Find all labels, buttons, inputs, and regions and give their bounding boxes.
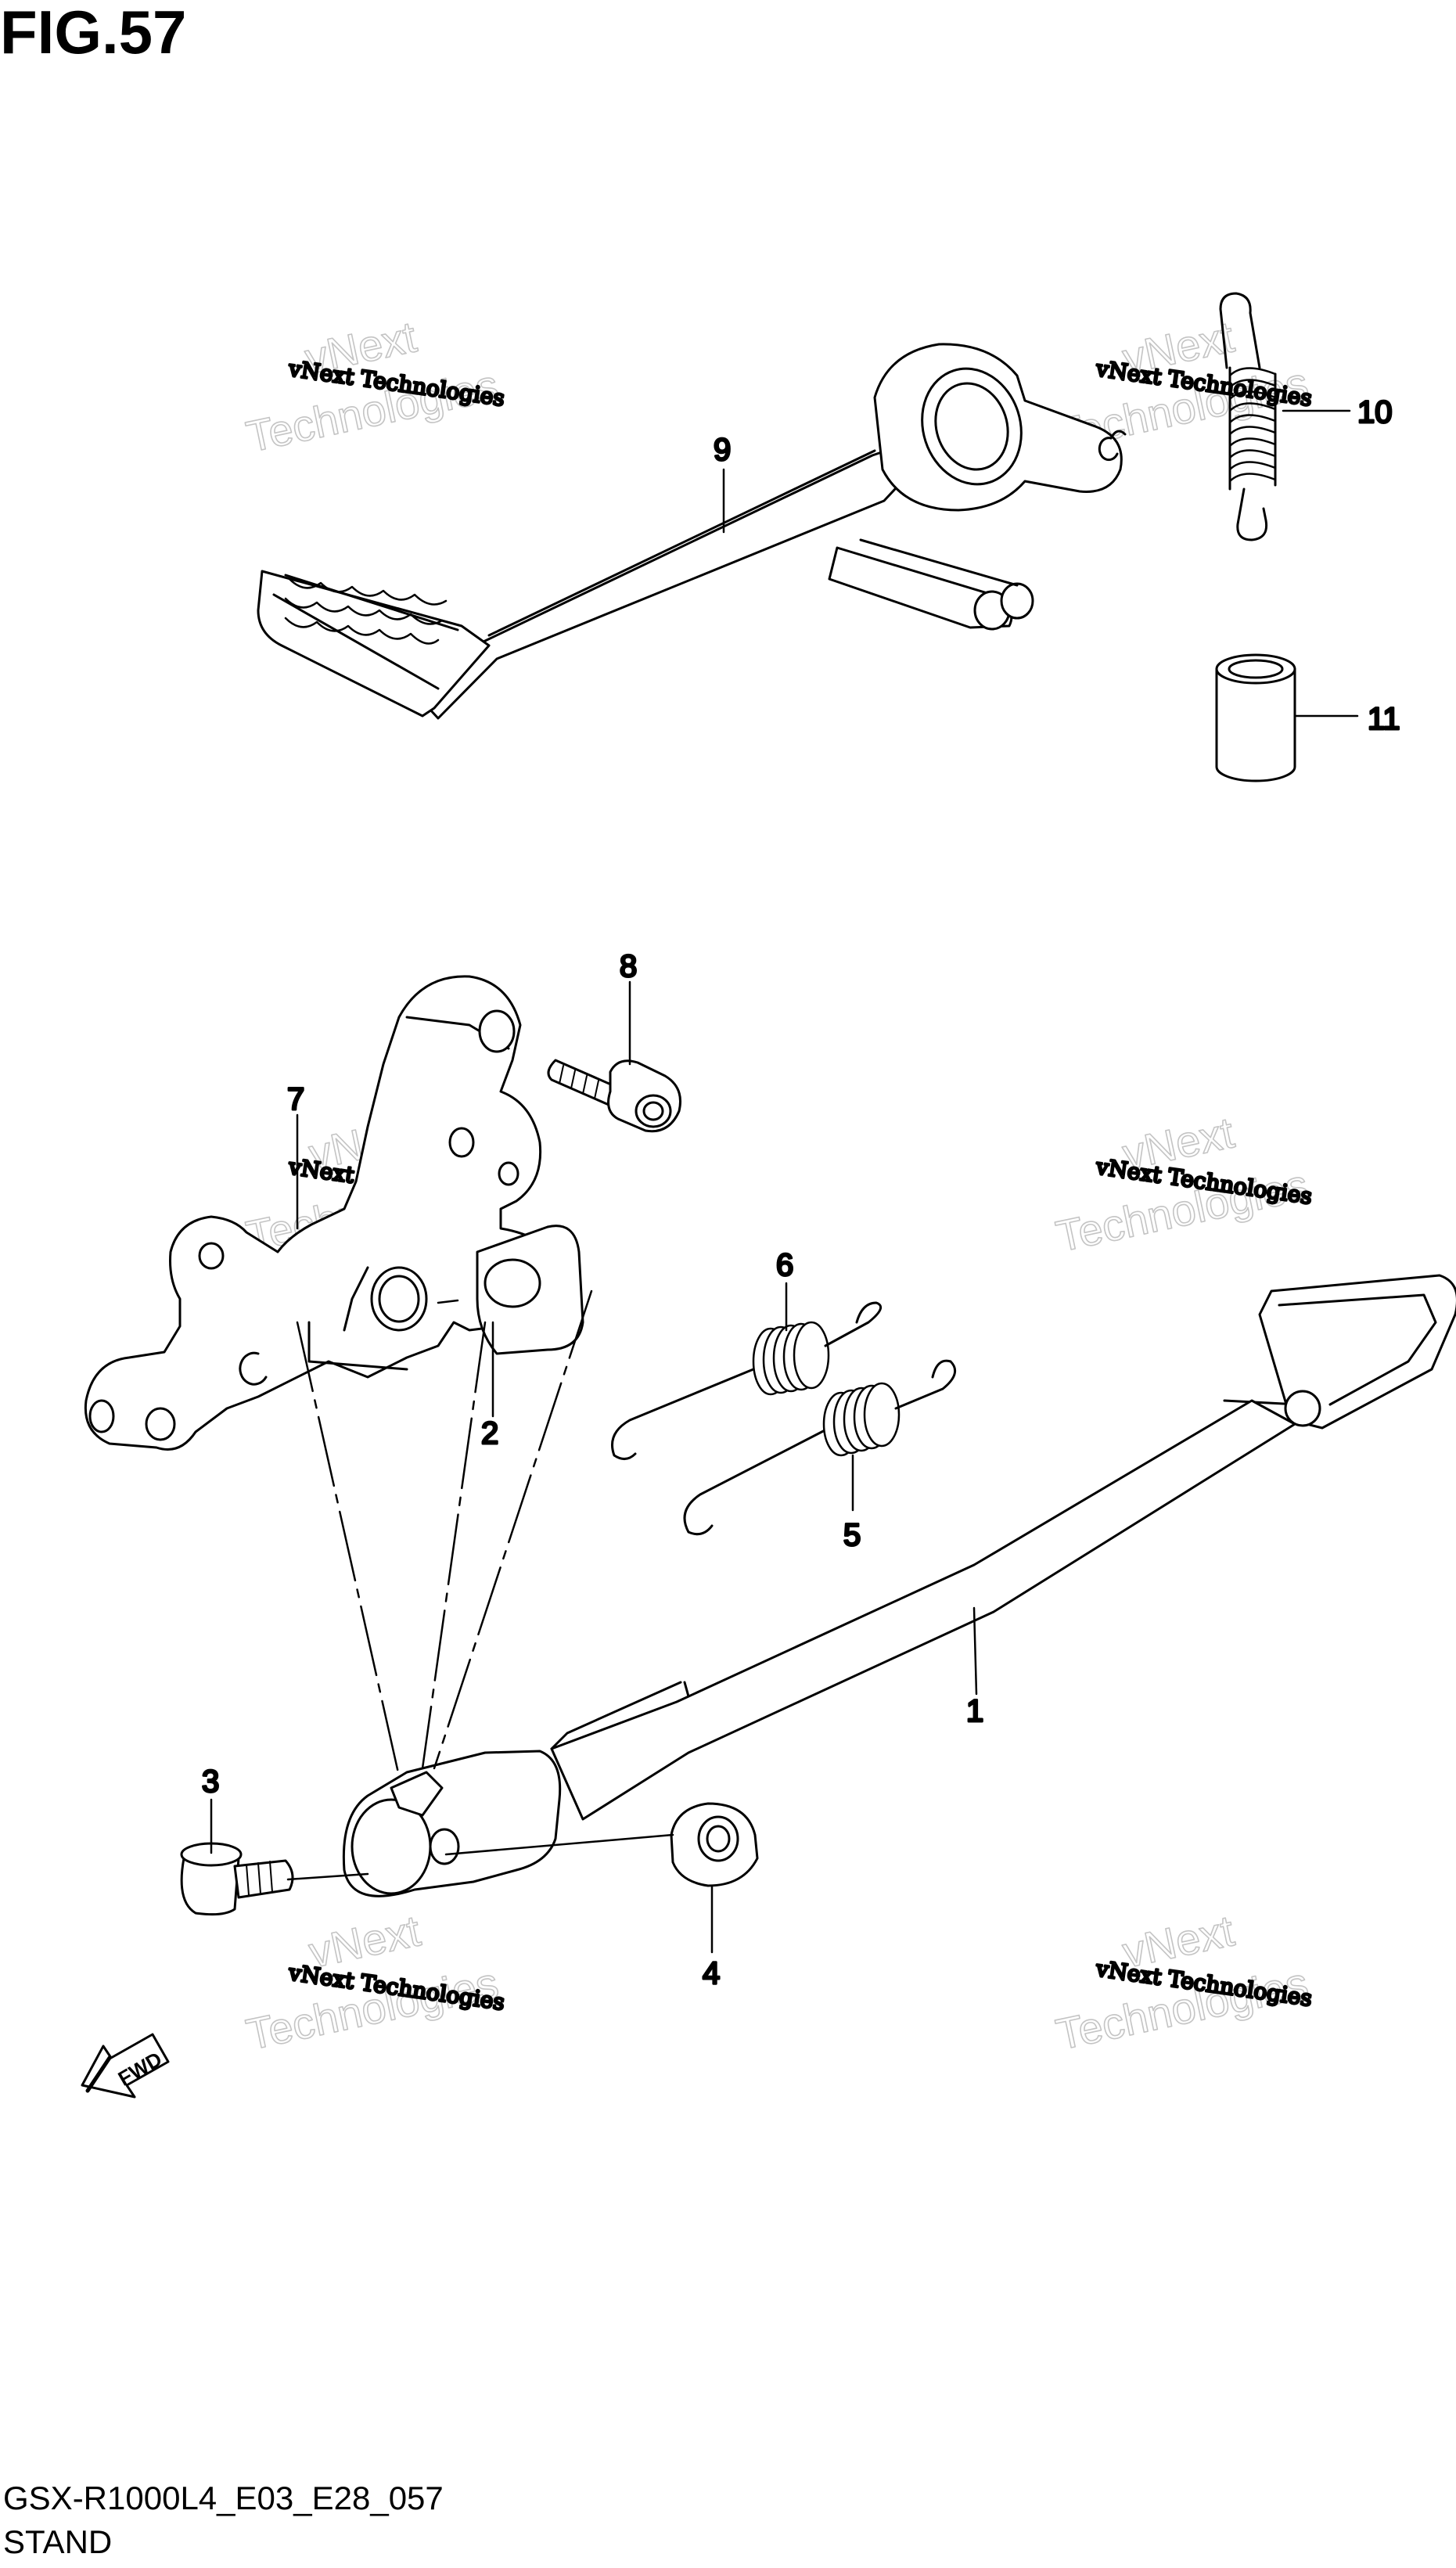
part-return-spring <box>1219 292 1277 541</box>
part-bushing <box>1215 653 1296 782</box>
callout-5: 5 <box>843 1518 861 1552</box>
watermark-bottom-left: Technologies vNext vNext Technologies <box>242 1904 508 2059</box>
watermark-bottom-right: Technologies vNext vNext Technologies <box>1052 1904 1315 2059</box>
part-side-stand <box>342 1274 1456 1897</box>
part-nut <box>670 1802 759 1887</box>
callout-7: 7 <box>287 1082 304 1117</box>
callout-9: 9 <box>714 433 731 467</box>
leader-lines <box>210 409 1359 1954</box>
watermark-top-right: Technologies vNext vNext Technologies <box>1052 311 1315 459</box>
callout-4: 4 <box>703 1956 720 1991</box>
callout-8: 8 <box>620 949 637 984</box>
part-stand-bracket <box>84 975 569 1451</box>
watermark-mid-right: Technologies vNext vNext Technologies <box>1052 1106 1315 1261</box>
part-brake-pedal <box>257 343 1127 720</box>
callout-3: 3 <box>202 1764 219 1799</box>
figure-title: FIG.57 <box>0 0 187 67</box>
callout-11: 11 <box>1368 702 1400 736</box>
callout-10: 10 <box>1357 395 1393 430</box>
callout-1: 1 <box>966 1694 983 1728</box>
assembly-lines-solid <box>286 1299 674 1881</box>
part-bolt-3 <box>180 1842 294 1916</box>
section-name: STAND <box>3 2523 113 2560</box>
watermark-top-left: Technologies vNext vNext Technologies <box>242 311 508 462</box>
part-bolt-8 <box>547 1059 681 1133</box>
callout-6: 6 <box>776 1248 793 1282</box>
part-spring-6 <box>611 1301 883 1460</box>
assembly-lines <box>296 1289 593 1778</box>
fwd-arrow-icon: FWD <box>81 2033 170 2099</box>
drawing-code: GSX-R1000L4_E03_E28_057 <box>3 2480 444 2516</box>
callout-2: 2 <box>481 1416 498 1451</box>
part-spring-5 <box>683 1359 957 1536</box>
part-spacer <box>476 1225 584 1355</box>
